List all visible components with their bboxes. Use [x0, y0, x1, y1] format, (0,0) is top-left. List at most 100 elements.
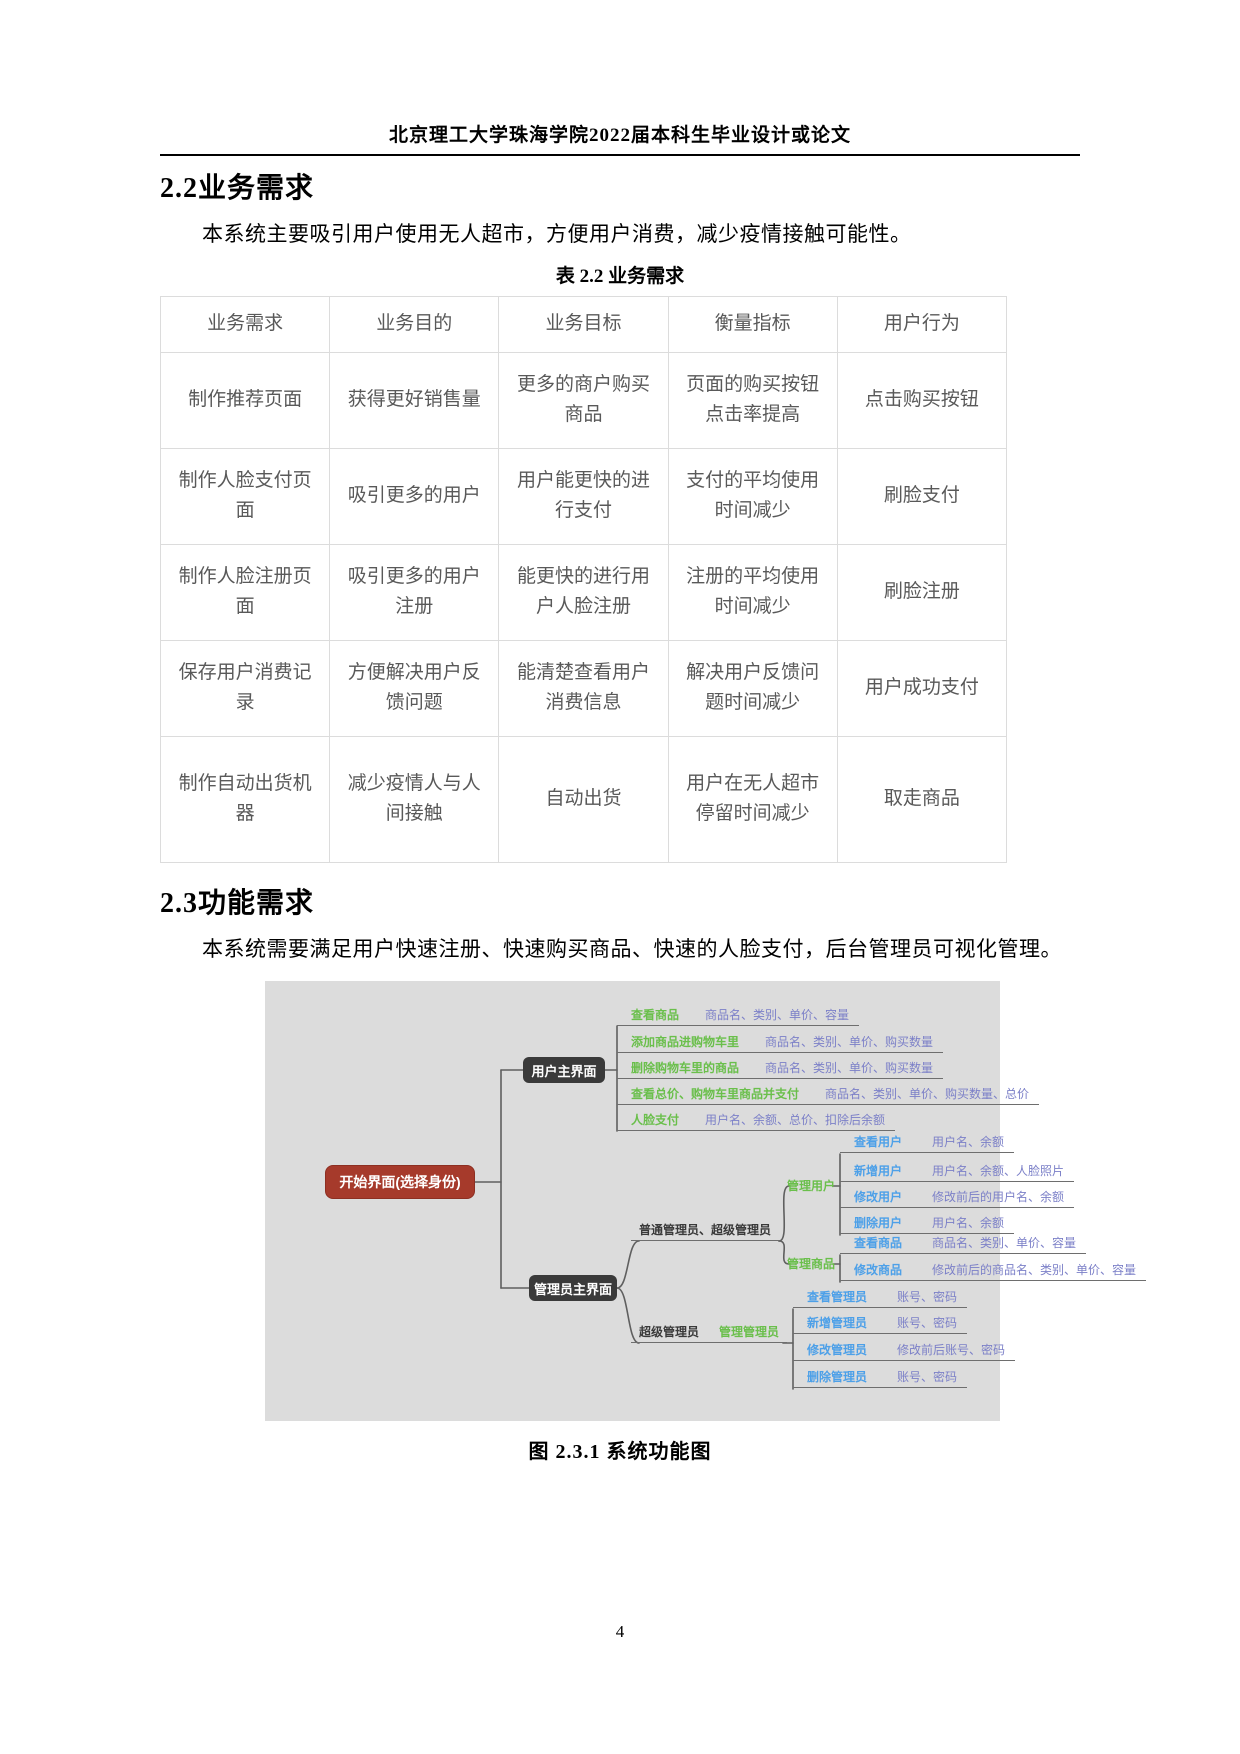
leaf-fields: 商品名、类别、单价、容量 — [932, 1236, 1077, 1251]
leaf-label: 修改用户 — [854, 1190, 903, 1205]
leaf-fields: 商品名、类别、单价、购买数量 — [765, 1035, 934, 1050]
leaf-fields: 用户名、余额、总价、扣除后余额 — [705, 1113, 886, 1128]
table-row: 保存用户消费记录 方便解决用户反馈问题 能清楚查看用户消费信息 解决用户反馈问题… — [159, 639, 1008, 737]
table-header-row: 业务需求 业务目的 业务目标 衡量指标 用户行为 — [159, 295, 1008, 353]
table-header-cell: 业务需求 — [159, 295, 331, 353]
leaf-fields: 商品名、类别、单价、容量 — [705, 1008, 850, 1023]
leaf-fields: 修改前后账号、密码 — [897, 1343, 1006, 1358]
table-cell: 吸引更多的用户 — [329, 447, 500, 545]
mindmap-leaf-delete-admin: 删除管理员 账号、密码 — [793, 1370, 968, 1389]
leaf-label: 新增管理员 — [807, 1316, 868, 1331]
leaf-fields: 用户名、余额 — [932, 1216, 1005, 1231]
mindmap-leaf-view-product: 查看商品 商品名、类别、单价、容量 — [617, 1008, 860, 1027]
mindmap-admin-main-node: 管理员主界面 — [529, 1275, 617, 1302]
mindmap-leaf-add-to-cart: 添加商品进购物车里 商品名、类别、单价、购买数量 — [617, 1035, 944, 1054]
branch-label: 管理管理员 — [719, 1325, 780, 1340]
leaf-fields: 修改前后的用户名、余额 — [932, 1190, 1065, 1205]
table-header-cell: 业务目标 — [498, 295, 669, 353]
mindmap-manage-user-node: 管理用户 — [787, 1179, 836, 1194]
leaf-label: 修改管理员 — [807, 1343, 868, 1358]
mindmap-user-main-node: 用户主界面 — [523, 1057, 605, 1084]
table-cell: 吸引更多的用户注册 — [329, 543, 500, 641]
leaf-label: 人脸支付 — [631, 1113, 680, 1128]
table-cell: 解决用户反馈问题时间减少 — [667, 639, 838, 737]
table-cell: 能更快的进行用户人脸注册 — [498, 543, 669, 641]
mindmap-leaf-edit-user: 修改用户 修改前后的用户名、余额 — [840, 1190, 1075, 1209]
table-cell: 制作推荐页面 — [159, 351, 331, 449]
leaf-fields: 修改前后的商品名、类别、单价、容量 — [932, 1263, 1137, 1278]
mindmap-leaf-add-user: 新增用户 用户名、余额、人脸照片 — [840, 1164, 1075, 1183]
leaf-fields: 账号、密码 — [897, 1370, 958, 1385]
table-cell: 更多的商户购买商品 — [498, 351, 669, 449]
leaf-fields: 用户名、余额 — [932, 1135, 1005, 1150]
table-row: 制作人脸支付页面 吸引更多的用户 用户能更快的进行支付 支付的平均使用时间减少 … — [159, 447, 1008, 545]
leaf-label: 查看商品 — [631, 1008, 680, 1023]
leaf-label: 删除购物车里的商品 — [631, 1061, 740, 1076]
business-requirements-table: 业务需求 业务目的 业务目标 衡量指标 用户行为 制作推荐页面 获得更好销售量 … — [159, 295, 1008, 863]
leaf-label: 新增用户 — [854, 1164, 903, 1179]
leaf-fields: 商品名、类别、单价、购买数量、总价 — [825, 1087, 1030, 1102]
table-header-cell: 衡量指标 — [667, 295, 838, 353]
branch-label: 超级管理员 — [639, 1325, 700, 1340]
mindmap-leaf-view-user: 查看用户 用户名、余额 — [840, 1135, 1015, 1154]
mindmap-leaf-view-total-pay: 查看总价、购物车里商品并支付 商品名、类别、单价、购买数量、总价 — [617, 1087, 1040, 1106]
mindmap-leaf-view-product-admin: 查看商品 商品名、类别、单价、容量 — [840, 1236, 1087, 1255]
page-content: 北京理工大学珠海学院2022届本科生毕业设计或论文 2.2业务需求 本系统主要吸… — [159, 120, 1147, 1464]
table-cell: 取走商品 — [836, 735, 1008, 863]
mindmap-leaf-edit-product: 修改商品 修改前后的商品名、类别、单价、容量 — [840, 1263, 1147, 1282]
leaf-label: 删除管理员 — [807, 1370, 868, 1385]
table-cell: 方便解决用户反馈问题 — [329, 639, 500, 737]
table-cell: 支付的平均使用时间减少 — [667, 447, 838, 545]
mindmap-leaf-remove-from-cart: 删除购物车里的商品 商品名、类别、单价、购买数量 — [617, 1061, 944, 1080]
leaf-label: 查看总价、购物车里商品并支付 — [631, 1087, 800, 1102]
table-header-cell: 用户行为 — [836, 295, 1008, 353]
table-row: 制作自动出货机器 减少疫情人与人间接触 自动出货 用户在无人超市停留时间减少 取… — [159, 735, 1008, 863]
section-2-3-paragraph: 本系统需要满足用户快速注册、快速购买商品、快速的人脸支付，后台管理员可视化管理。 — [202, 936, 1062, 961]
document-header: 北京理工大学珠海学院2022届本科生毕业设计或论文 — [388, 125, 851, 146]
header-divider — [160, 154, 1080, 156]
mindmap-leaf-add-admin: 新增管理员 账号、密码 — [793, 1316, 968, 1335]
branch-label: 普通管理员、超级管理员 — [639, 1223, 772, 1238]
leaf-fields: 账号、密码 — [897, 1290, 958, 1305]
section-heading-2-3: 2.3功能需求 — [160, 887, 315, 919]
mindmap-leaf-edit-admin: 修改管理员 修改前后账号、密码 — [793, 1343, 1016, 1362]
leaf-fields: 商品名、类别、单价、购买数量 — [765, 1061, 934, 1076]
system-function-mindmap: 开始界面(选择身份) 用户主界面 查看商品 商品名、类别、单价、容量 添加商品进… — [265, 981, 1147, 1422]
table-cell: 减少疫情人与人间接触 — [329, 735, 500, 863]
figure-caption: 图 2.3.1 系统功能图 — [528, 1441, 712, 1464]
leaf-fields: 用户名、余额、人脸照片 — [932, 1164, 1065, 1179]
section-heading-2-2: 2.2业务需求 — [160, 173, 315, 204]
table-cell: 用户在无人超市停留时间减少 — [667, 735, 838, 863]
table-header-cell: 业务目的 — [329, 295, 500, 353]
table-cell: 刷脸注册 — [836, 543, 1008, 641]
table-cell: 用户能更快的进行支付 — [498, 447, 669, 545]
figure-2-3-1: 开始界面(选择身份) 用户主界面 查看商品 商品名、类别、单价、容量 添加商品进… — [160, 981, 1147, 1464]
mindmap-root-node: 开始界面(选择身份) — [325, 1165, 475, 1200]
page-number: 4 — [615, 1622, 625, 1641]
table-caption: 表 2.2 业务需求 — [555, 265, 685, 287]
table-cell: 刷脸支付 — [836, 447, 1008, 545]
leaf-label: 修改商品 — [854, 1263, 903, 1278]
table-cell: 页面的购买按钮点击率提高 — [667, 351, 838, 449]
mindmap-manage-product-node: 管理商品 — [787, 1257, 836, 1272]
mindmap-super-admin-branch: 超级管理员 管理管理员 — [631, 1324, 788, 1344]
leaf-fields: 账号、密码 — [897, 1316, 958, 1331]
mindmap-leaf-delete-user: 删除用户 用户名、余额 — [840, 1216, 1015, 1235]
leaf-label: 查看用户 — [854, 1135, 903, 1150]
table-cell: 点击购买按钮 — [836, 351, 1008, 449]
section-2-2-paragraph: 本系统主要吸引用户使用无人超市，方便用户消费，减少疫情接触可能性。 — [202, 222, 912, 246]
mindmap-common-admin-branch: 普通管理员、超级管理员 — [631, 1222, 780, 1242]
table-row: 制作推荐页面 获得更好销售量 更多的商户购买商品 页面的购买按钮点击率提高 点击… — [159, 351, 1008, 449]
leaf-label: 查看商品 — [854, 1236, 903, 1251]
table-cell: 制作人脸支付页面 — [159, 447, 331, 545]
table-cell: 注册的平均使用时间减少 — [667, 543, 838, 641]
table-cell: 用户成功支付 — [836, 639, 1008, 737]
table-cell: 制作人脸注册页面 — [159, 543, 331, 641]
table-cell: 能清楚查看用户消费信息 — [498, 639, 669, 737]
table-cell: 保存用户消费记录 — [159, 639, 331, 737]
table-cell: 制作自动出货机器 — [159, 735, 331, 863]
table-cell: 自动出货 — [498, 735, 669, 863]
mindmap-leaf-view-admin: 查看管理员 账号、密码 — [793, 1290, 968, 1309]
table-cell: 获得更好销售量 — [329, 351, 500, 449]
mindmap-leaf-face-pay: 人脸支付 用户名、余额、总价、扣除后余额 — [617, 1113, 896, 1132]
